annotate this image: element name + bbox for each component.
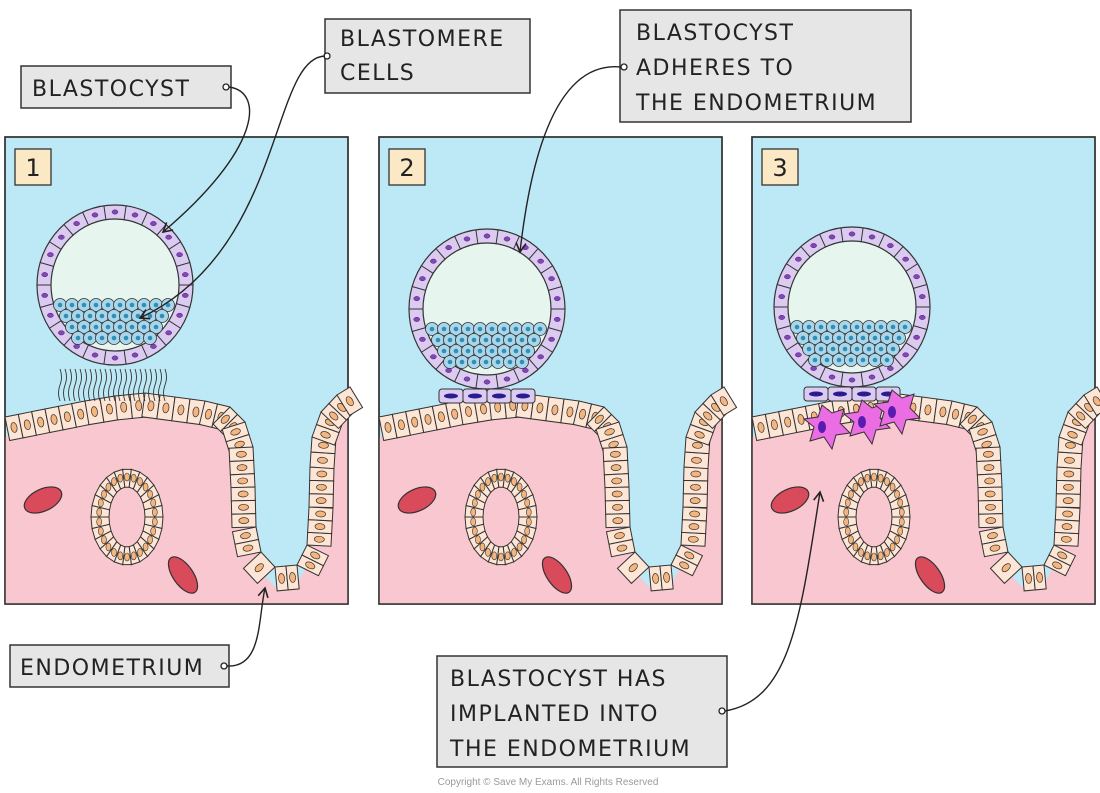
label-adheres-line2: ADHERES TO [636,56,794,81]
blood-cell [397,486,437,514]
label-endometrium-text: ENDOMETRIUM [20,656,204,681]
epithelium [4,386,364,592]
gland-cross-section [464,468,538,566]
invading-trophoblast-cell [872,389,922,436]
label-implanted-line1: BLASTOCYST HAS [450,667,667,692]
arrow-implanted [724,490,825,712]
blastocyst [408,228,566,390]
label-blastomere-line2: CELLS [340,61,415,86]
label-endometrium: ENDOMETRIUM [9,644,230,688]
label-implanted-line3: THE ENDOMETRIUM [449,737,691,762]
label-adheres-line3: THE ENDOMETRIUM [635,91,877,116]
panel-number-box [14,148,52,186]
panel-number-box [761,148,799,186]
blood-cell [541,556,573,594]
blastomere-cells [425,322,547,369]
blood-cell [167,556,199,594]
copyright: Copyright © Save My Exams. All Rights Re… [438,777,659,788]
panel-3: 3 [751,136,1100,605]
label-blastocyst-text: BLASTOCYST [32,77,190,102]
panel-number: 3 [772,154,787,182]
gland-cross-section [837,468,911,566]
panel-number: 1 [25,154,40,182]
label-implanted: BLASTOCYST HAS IMPLANTED INTO THE ENDOME… [436,655,728,768]
blastocyst [36,204,194,366]
label-adheres: BLASTOCYST ADHERES TO THE ENDOMETRIUM [619,9,912,123]
panel-number-box [388,148,426,186]
label-blastomere-line1: BLASTOMERE [340,27,505,52]
blastocyst [773,226,931,388]
blastomere-cells [53,298,175,345]
arrow-blastomere [138,55,326,320]
arrow-endometrium [226,586,269,667]
endometrial-tissue [752,407,1097,604]
panel-2: 2 [378,136,738,605]
label-implanted-line2: IMPLANTED INTO [450,702,659,727]
epithelium [751,386,1100,592]
label-blastomere-cells: BLASTOMERE CELLS [323,18,531,94]
panel-1: 1 [4,136,364,605]
invading-trophoblast-cell [802,404,852,451]
arrow-blastocyst [161,86,251,234]
arrow-adheres [515,66,622,254]
blood-cell [770,486,810,514]
epithelium [378,386,738,592]
panel-number: 2 [399,154,414,182]
blood-cell [23,486,63,514]
label-adheres-line1: BLASTOCYST [636,21,794,46]
label-blastocyst: BLASTOCYST [20,65,232,109]
blastomere-cells [790,320,912,367]
panels: 1 2 3 [4,136,1100,605]
blood-cell [914,556,946,594]
endometrial-tissue [379,407,724,604]
gland-cross-section [90,468,164,566]
endometrial-tissue [5,407,350,604]
